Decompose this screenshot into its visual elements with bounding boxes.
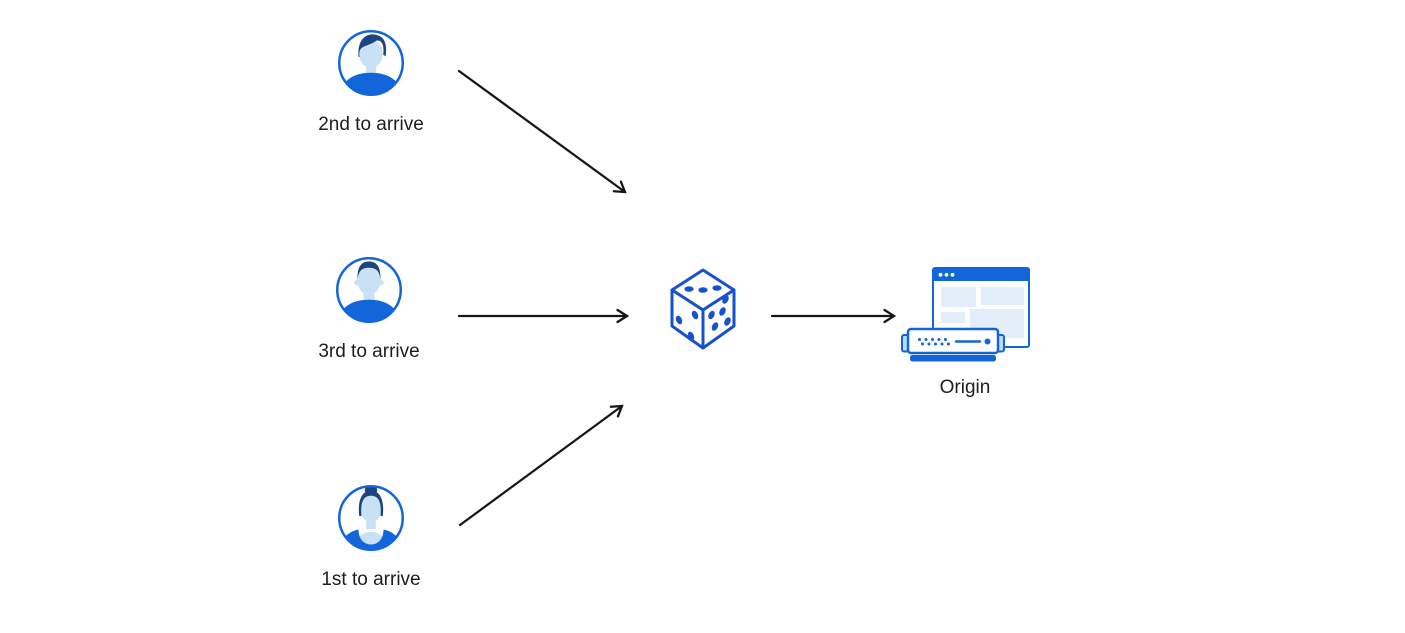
server-base	[910, 355, 996, 362]
origin-node: Origin	[865, 262, 1065, 400]
origin-label: Origin	[939, 377, 991, 398]
woman-bun-hair-avatar-icon	[338, 485, 404, 551]
dice-node	[669, 268, 737, 355]
origin-server-browser-icon	[901, 267, 1030, 362]
user-1st-label: 1st to arrive	[321, 569, 421, 590]
server-vent-dots	[918, 338, 950, 346]
user-1st-node: 1st to arrive	[271, 483, 471, 592]
arrow-user1-to-dice	[458, 406, 622, 527]
dice-icon	[670, 268, 736, 350]
browser-titlebar	[933, 268, 1029, 281]
user-3rd-node: 3rd to arrive	[269, 255, 469, 364]
arrow-user2-to-dice	[457, 69, 625, 192]
man-short-hair-avatar-icon	[336, 257, 402, 323]
user-2nd-label: 2nd to arrive	[318, 114, 424, 135]
user-2nd-node: 2nd to arrive	[271, 28, 471, 137]
server-body	[906, 327, 1000, 355]
user-3rd-label: 3rd to arrive	[318, 341, 420, 362]
man-swoosh-hair-avatar-icon	[338, 30, 404, 96]
